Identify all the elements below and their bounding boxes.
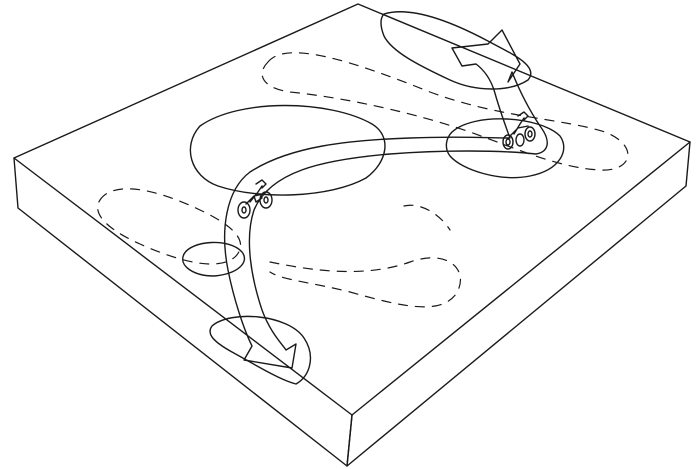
- dashed-outline: [270, 258, 460, 307]
- terrain-top-face: [14, 4, 690, 415]
- dashed-outline: [262, 53, 628, 170]
- activity-zone: [183, 242, 245, 276]
- activity-zone: [190, 106, 385, 196]
- quad-bike-icon: [238, 180, 272, 218]
- curved-arrow-route: [225, 30, 548, 368]
- dashed-outline: [98, 189, 241, 264]
- dashed-outline: [404, 205, 450, 230]
- terrain-side-left: [14, 158, 352, 466]
